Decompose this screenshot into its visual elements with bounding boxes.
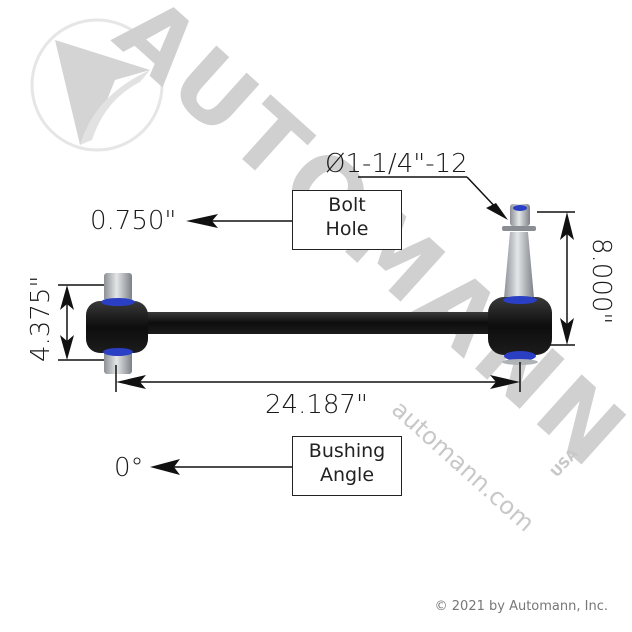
bolt-hole-label-box: Bolt Hole <box>292 190 402 250</box>
bushing-angle-label-line1: Bushing <box>308 440 386 462</box>
watermark-logo-icon <box>30 18 164 152</box>
bushing-angle-label-line2: Angle <box>319 464 375 486</box>
thread-spec-label: Ø1-1/4"-12 <box>325 149 468 179</box>
right-ball-stud <box>502 204 536 298</box>
bolt-hole-label-line1: Bolt <box>328 194 366 216</box>
bushing-angle-value: 0° <box>114 453 144 483</box>
torque-rod-body <box>130 312 510 334</box>
bushing-width-label: 4.375" <box>26 275 56 362</box>
left-bushing-eye <box>86 298 148 356</box>
bushing-angle-label-box: Bushing Angle <box>292 436 402 496</box>
center-to-center-label: 24.187" <box>265 390 368 420</box>
copyright-text: © 2021 by Automann, Inc. <box>434 599 608 614</box>
bolt-hole-value: 0.750" <box>90 206 177 236</box>
right-bushing-eye <box>488 296 552 365</box>
dimension-lines <box>58 176 575 475</box>
stud-height-label: 8.000" <box>586 238 616 325</box>
left-bushing-pin <box>104 273 132 374</box>
bolt-hole-label-line2: Hole <box>325 218 369 240</box>
